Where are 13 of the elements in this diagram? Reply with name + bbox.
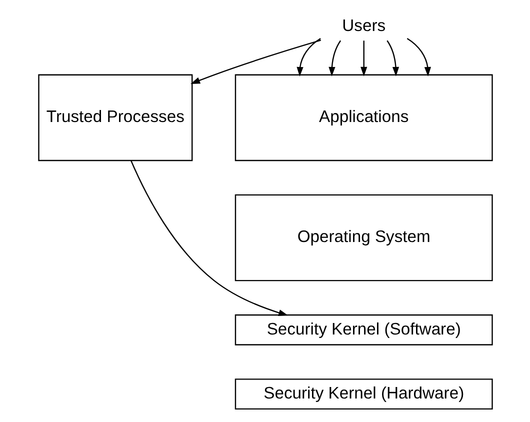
node-box: Applications — [234, 74, 492, 162]
arrow — [328, 40, 341, 76]
node-text: Users — [342, 16, 386, 36]
node-box: Operating System — [234, 194, 492, 282]
arrow — [406, 38, 431, 76]
arrow — [296, 38, 320, 76]
arrow — [360, 40, 367, 76]
arrow — [190, 40, 321, 84]
arrow — [386, 40, 399, 76]
node-box: Security Kernel (Software) — [234, 314, 492, 346]
node-box: Trusted Processes — [38, 74, 192, 162]
node-box: Security Kernel (Hardware) — [234, 378, 492, 410]
arrow — [130, 160, 288, 316]
